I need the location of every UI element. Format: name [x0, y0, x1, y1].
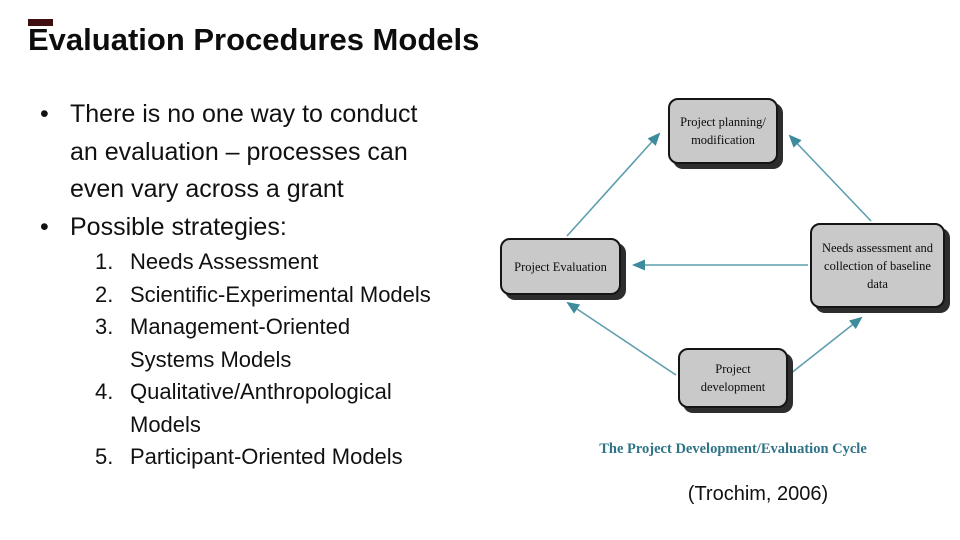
bullet-line: There is no one way to conduct — [70, 100, 418, 128]
box-label-line: Project development — [700, 362, 766, 394]
box-label-line: Project planning/ — [680, 115, 766, 129]
diagram-box-project-planning: Project planning/ modification — [668, 98, 778, 164]
citation: (Trochim, 2006) — [687, 483, 829, 505]
list-item: 3. Management-Oriented Systems Models — [95, 311, 431, 376]
box-label-line: Needs assessment and — [821, 240, 934, 255]
list-number: 1. — [95, 249, 114, 274]
list-number: 4. — [95, 379, 114, 404]
slide-accent-mark-icon — [28, 19, 53, 26]
list-item: 5. Participant-Oriented Models — [95, 441, 431, 474]
bullet-marker: • — [40, 100, 49, 128]
list-line: Qualitative/Anthropological — [130, 379, 392, 404]
bullet-line: an evaluation – processes can — [70, 137, 408, 166]
arrow-development-to-needs — [789, 316, 863, 375]
list-item-text: Management-Oriented Systems Models — [130, 311, 350, 376]
list-number: 2. — [95, 281, 114, 307]
list-line: Models — [130, 411, 201, 437]
diagram-caption: The Project Development/Evaluation Cycle — [599, 441, 867, 457]
list-item: 4. Qualitative/Anthropological Models — [95, 376, 431, 441]
bullet-text: Possible strategies: — [70, 209, 287, 247]
list-item-text: Scientific-Experimental Models — [130, 279, 431, 312]
box-label-line: Project Evaluation — [514, 259, 607, 274]
list-number: 5. — [95, 444, 114, 469]
list-item-text: Qualitative/Anthropological Models — [130, 376, 392, 441]
list-line: Needs Assessment — [130, 249, 319, 274]
diagram-box-project-evaluation: Project Evaluation — [500, 238, 621, 295]
bullet-line: even vary across a grant — [70, 175, 344, 203]
list-item: 1. Needs Assessment — [95, 246, 431, 279]
list-item: 2. Scientific-Experimental Models — [95, 279, 431, 312]
list-line: Scientific-Experimental Models — [130, 281, 431, 307]
numbered-list: 1. Needs Assessment 2. Scientific-Experi… — [95, 246, 431, 474]
arrow-evaluation-to-planning — [566, 132, 661, 237]
bullet-line: Possible strategies: — [70, 212, 287, 241]
bullet-item: • Possible strategies: — [40, 209, 417, 247]
diagram-box-project-development: Project development — [678, 348, 788, 408]
arrow-development-to-evaluation — [566, 301, 677, 376]
list-line: Management-Oriented — [130, 314, 351, 339]
arrow-needs-to-planning — [788, 134, 872, 222]
bullet-marker: • — [40, 212, 49, 241]
list-item-text: Needs Assessment — [130, 246, 318, 279]
box-label-line: modification — [691, 133, 755, 147]
list-line: Systems Models — [130, 346, 292, 372]
box-label-line: collection of baseline data — [824, 258, 931, 291]
diagram-box-needs-assessment: Needs assessment and collection of basel… — [810, 223, 945, 308]
bullet-text: There is no one way to conduct an evalua… — [70, 96, 417, 209]
bullet-list: • There is no one way to conduct an eval… — [40, 96, 417, 246]
list-number: 3. — [95, 314, 114, 339]
slide-title: Evaluation Procedures Models — [28, 22, 480, 57]
bullet-item: • There is no one way to conduct an eval… — [40, 96, 417, 209]
list-line: Participant-Oriented Models — [130, 444, 403, 469]
list-item-text: Participant-Oriented Models — [130, 441, 403, 474]
